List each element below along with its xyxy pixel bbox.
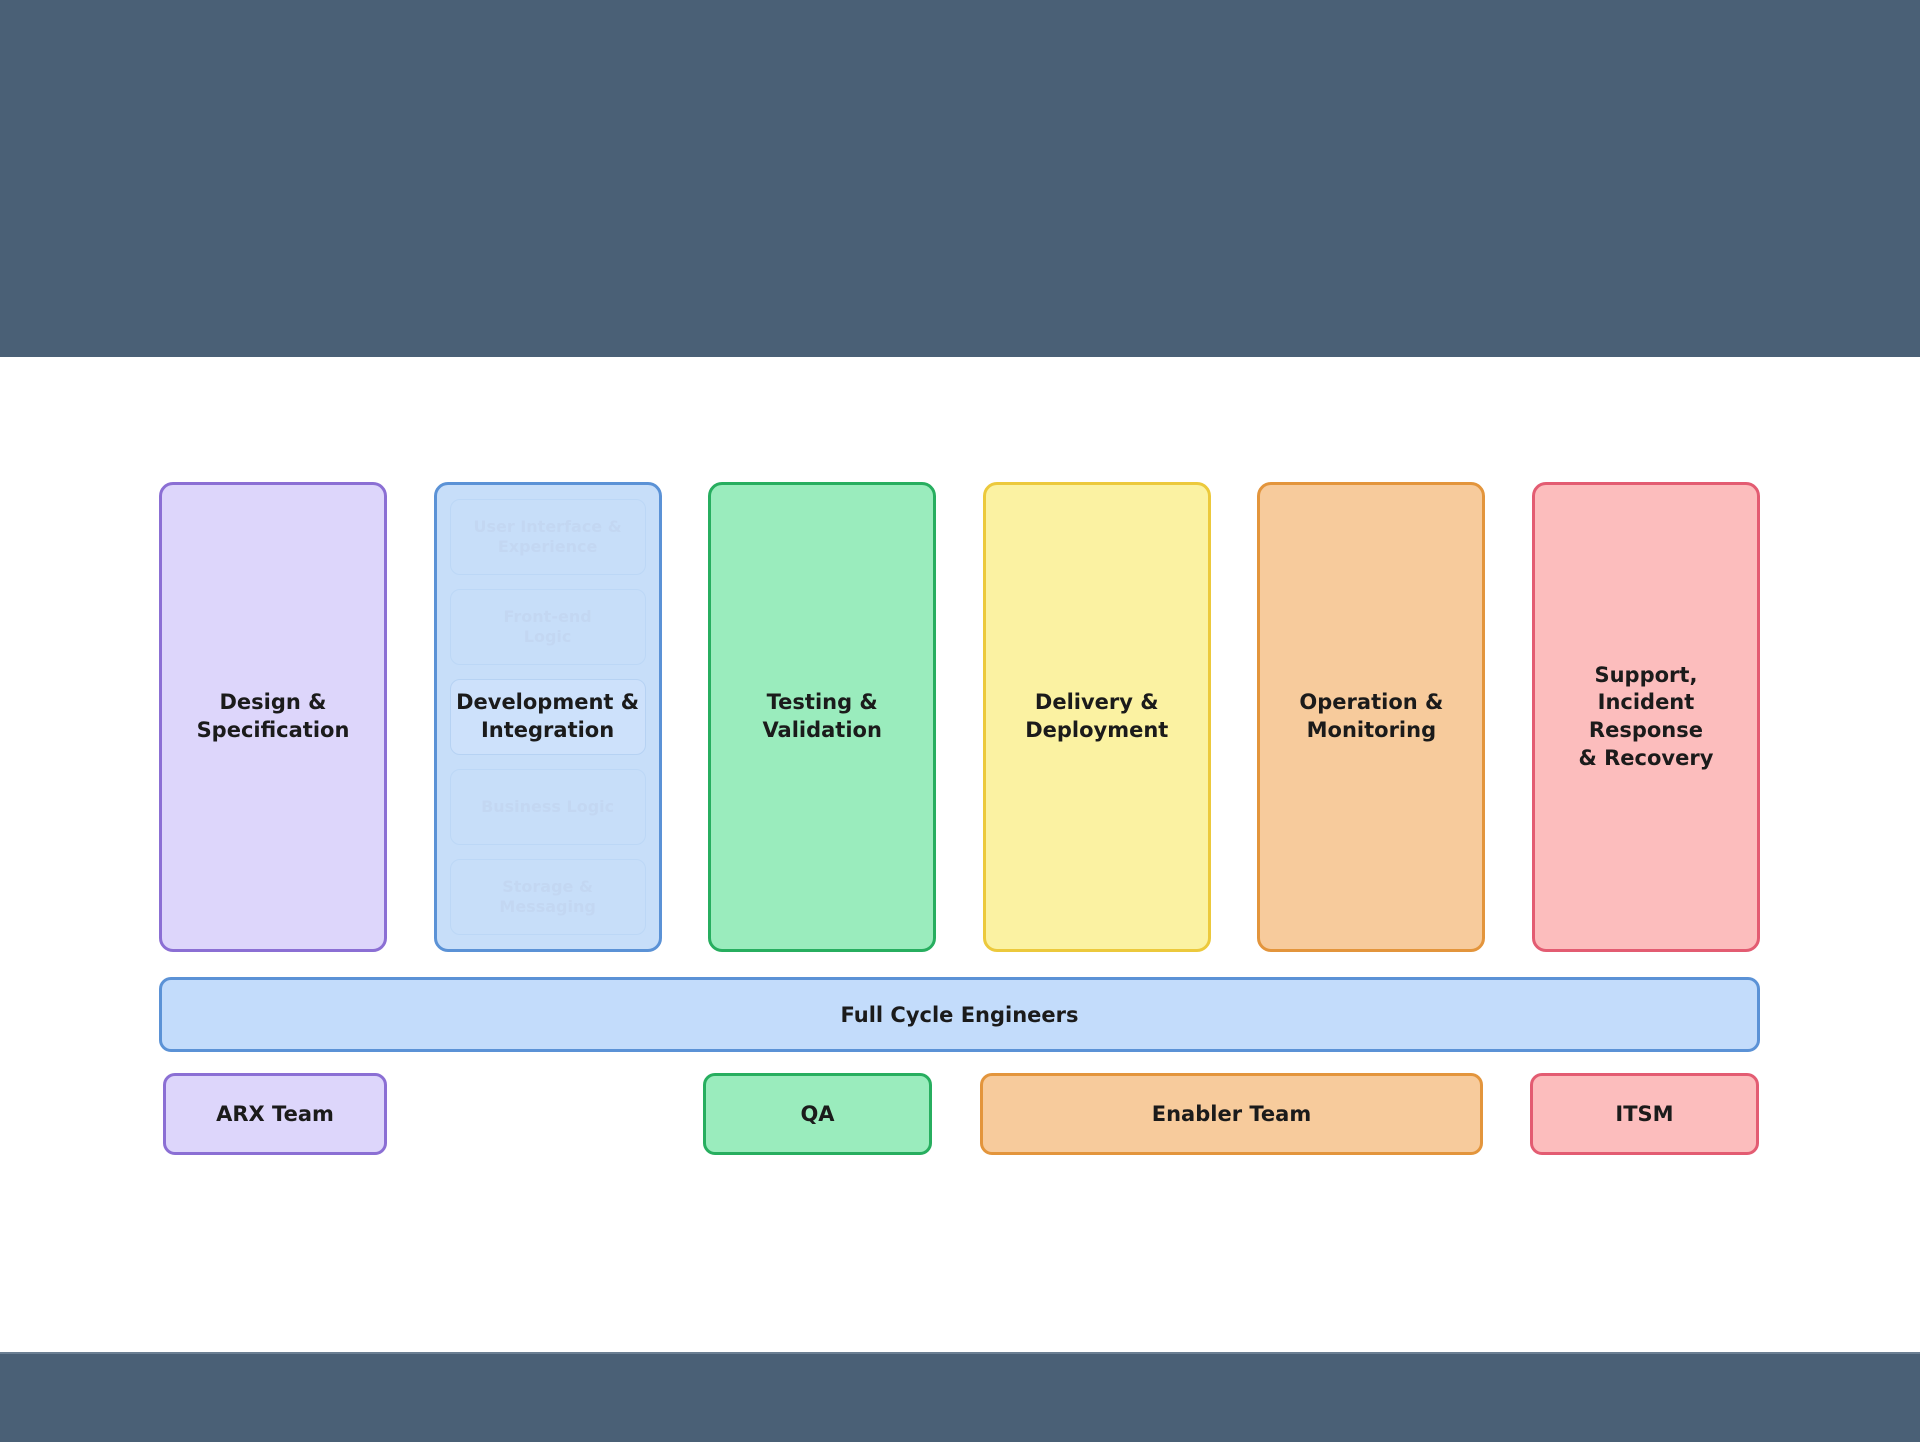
team-itsm[interactable]: ITSM <box>1530 1073 1759 1155</box>
substage-label-storage-messaging: Storage &Messaging <box>499 876 596 916</box>
team-qa[interactable]: QA <box>703 1073 932 1155</box>
team-label-arx-team: ARX Team <box>216 1102 334 1126</box>
stage-label-operation-monitoring: Operation &Monitoring <box>1299 690 1444 742</box>
full-cycle-engineers-label: Full Cycle Engineers <box>840 1002 1079 1027</box>
substage-label-development-integration: Development &Integration <box>456 690 640 742</box>
lifecycle-stage-row: Design &Specification User Interface &Ex… <box>159 482 1760 952</box>
substage-label-business-logic: Business Logic <box>481 796 615 816</box>
team-enabler-team[interactable]: Enabler Team <box>980 1073 1483 1155</box>
substage-label-user-interface-experience: User Interface &Experience <box>473 516 622 556</box>
top-chrome-band <box>0 0 1920 359</box>
substage-business-logic[interactable]: Business Logic <box>449 769 646 845</box>
team-label-itsm: ITSM <box>1615 1102 1674 1126</box>
stage-delivery-deployment[interactable]: Delivery &Deployment <box>982 482 1211 952</box>
stage-label-design-specification: Design &Specification <box>196 690 350 742</box>
stage-design-specification[interactable]: Design &Specification <box>159 482 387 952</box>
stage-testing-validation[interactable]: Testing &Validation <box>708 482 937 952</box>
stage-support-incident-recovery[interactable]: Support,Incident Response& Recovery <box>1531 482 1760 952</box>
full-cycle-engineers-band[interactable]: Full Cycle Engineers <box>159 977 1760 1052</box>
substage-storage-messaging[interactable]: Storage &Messaging <box>449 859 646 935</box>
substage-development-integration[interactable]: Development &Integration <box>449 679 646 755</box>
team-label-enabler-team: Enabler Team <box>1151 1102 1312 1126</box>
stage-label-testing-validation: Testing &Validation <box>762 690 882 742</box>
team-label-qa: QA <box>800 1102 835 1126</box>
stage-operation-monitoring[interactable]: Operation &Monitoring <box>1257 482 1486 952</box>
stage-label-support-incident-recovery: Support,Incident Response& Recovery <box>1578 662 1714 770</box>
bottom-chrome-band <box>0 1352 1920 1442</box>
diagram-canvas: Design &Specification User Interface &Ex… <box>0 357 1920 1352</box>
stage-label-delivery-deployment: Delivery &Deployment <box>1025 690 1169 742</box>
team-row: ARX Team QA Enabler Team ITSM <box>159 1073 1760 1155</box>
team-arx-team[interactable]: ARX Team <box>163 1073 387 1155</box>
substage-user-interface-experience[interactable]: User Interface &Experience <box>449 499 646 575</box>
